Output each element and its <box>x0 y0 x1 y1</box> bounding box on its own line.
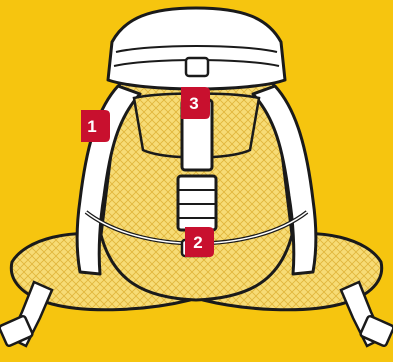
callout-badge-icon <box>185 227 214 257</box>
hip-buckle-right <box>359 314 393 348</box>
callout-3-label: 3 <box>189 94 198 113</box>
callout-badge-icon <box>181 87 210 119</box>
shoulder-strap-left <box>75 84 142 276</box>
callout-3: 3 <box>181 87 210 119</box>
shoulder-strap-right <box>251 84 318 276</box>
callout-2-label: 2 <box>193 233 202 252</box>
callout-1-label: 1 <box>87 117 96 136</box>
lid-buckle <box>184 56 210 78</box>
callout-badge-icon <box>81 110 110 142</box>
top-lid <box>106 6 287 91</box>
callout-2: 2 <box>185 227 214 257</box>
hip-buckle-left <box>0 314 34 348</box>
callout-1: 1 <box>81 110 110 142</box>
